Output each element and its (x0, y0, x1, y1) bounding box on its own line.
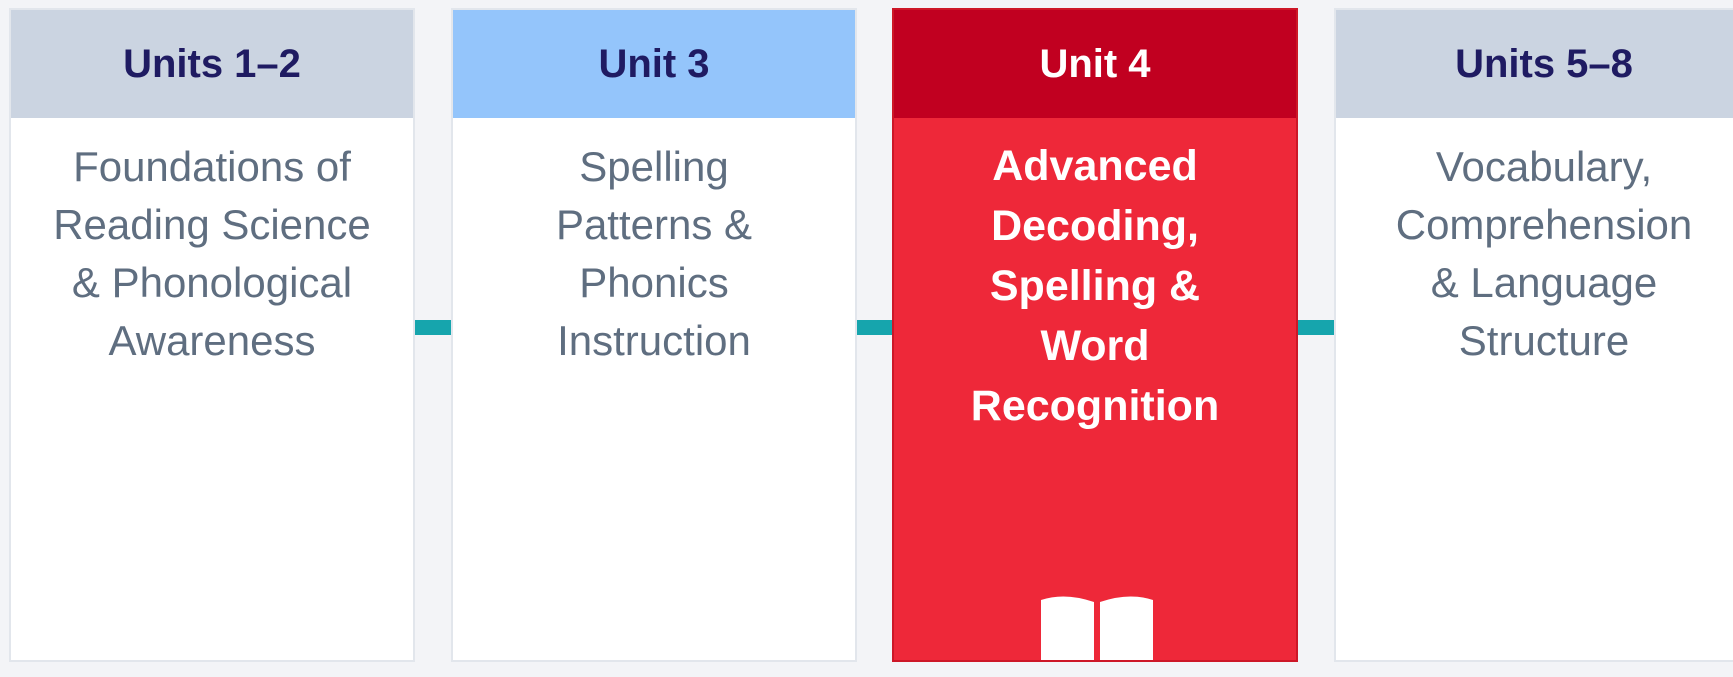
unit-card-header: Unit 4 (894, 10, 1296, 118)
description-line: Spelling (579, 143, 729, 190)
unit-card-header: Units 5–8 (1336, 10, 1733, 118)
description-line: & Language (1430, 259, 1658, 306)
description-line: Patterns & (555, 201, 753, 248)
description-line: Spelling & (989, 262, 1201, 310)
unit-card-1-2[interactable]: Units 1–2 Foundations of Reading Science… (9, 8, 415, 662)
unit-card-5-8[interactable]: Units 5–8 Vocabulary, Comprehension & La… (1334, 8, 1733, 662)
description-line: Decoding, (991, 202, 1199, 250)
connector-2-3 (854, 320, 894, 335)
open-book-icon (1041, 596, 1153, 660)
description-line: Phonics (579, 259, 729, 306)
unit-card-3[interactable]: Unit 3 Spelling Patterns & Phonics Instr… (451, 8, 857, 662)
description-line: Comprehension (1395, 201, 1693, 248)
description-line: Word (1040, 322, 1150, 370)
description-line: Recognition (970, 382, 1220, 430)
description-line: Foundations of (73, 143, 351, 190)
description-line: Reading Science (53, 201, 371, 248)
unit-card-description: Spelling Patterns & Phonics Instruction (453, 118, 855, 370)
connector-3-4 (1296, 320, 1336, 335)
connector-1-2 (412, 320, 452, 335)
description-line: & Phonological (71, 259, 353, 306)
unit-card-description: Foundations of Reading Science & Phonolo… (11, 118, 413, 370)
description-line: Advanced (992, 142, 1198, 190)
unit-card-header: Units 1–2 (11, 10, 413, 118)
description-line: Structure (1458, 317, 1630, 364)
unit-card-header: Unit 3 (453, 10, 855, 118)
unit-card-4-active[interactable]: Unit 4 Advanced Decoding, Spelling & Wor… (892, 8, 1298, 662)
unit-card-description: Vocabulary, Comprehension & Language Str… (1336, 118, 1733, 370)
description-line: Vocabulary, (1435, 143, 1653, 190)
description-line: Instruction (557, 317, 751, 364)
description-line: Awareness (108, 317, 316, 364)
unit-card-description: Advanced Decoding, Spelling & Word Recog… (894, 118, 1296, 436)
